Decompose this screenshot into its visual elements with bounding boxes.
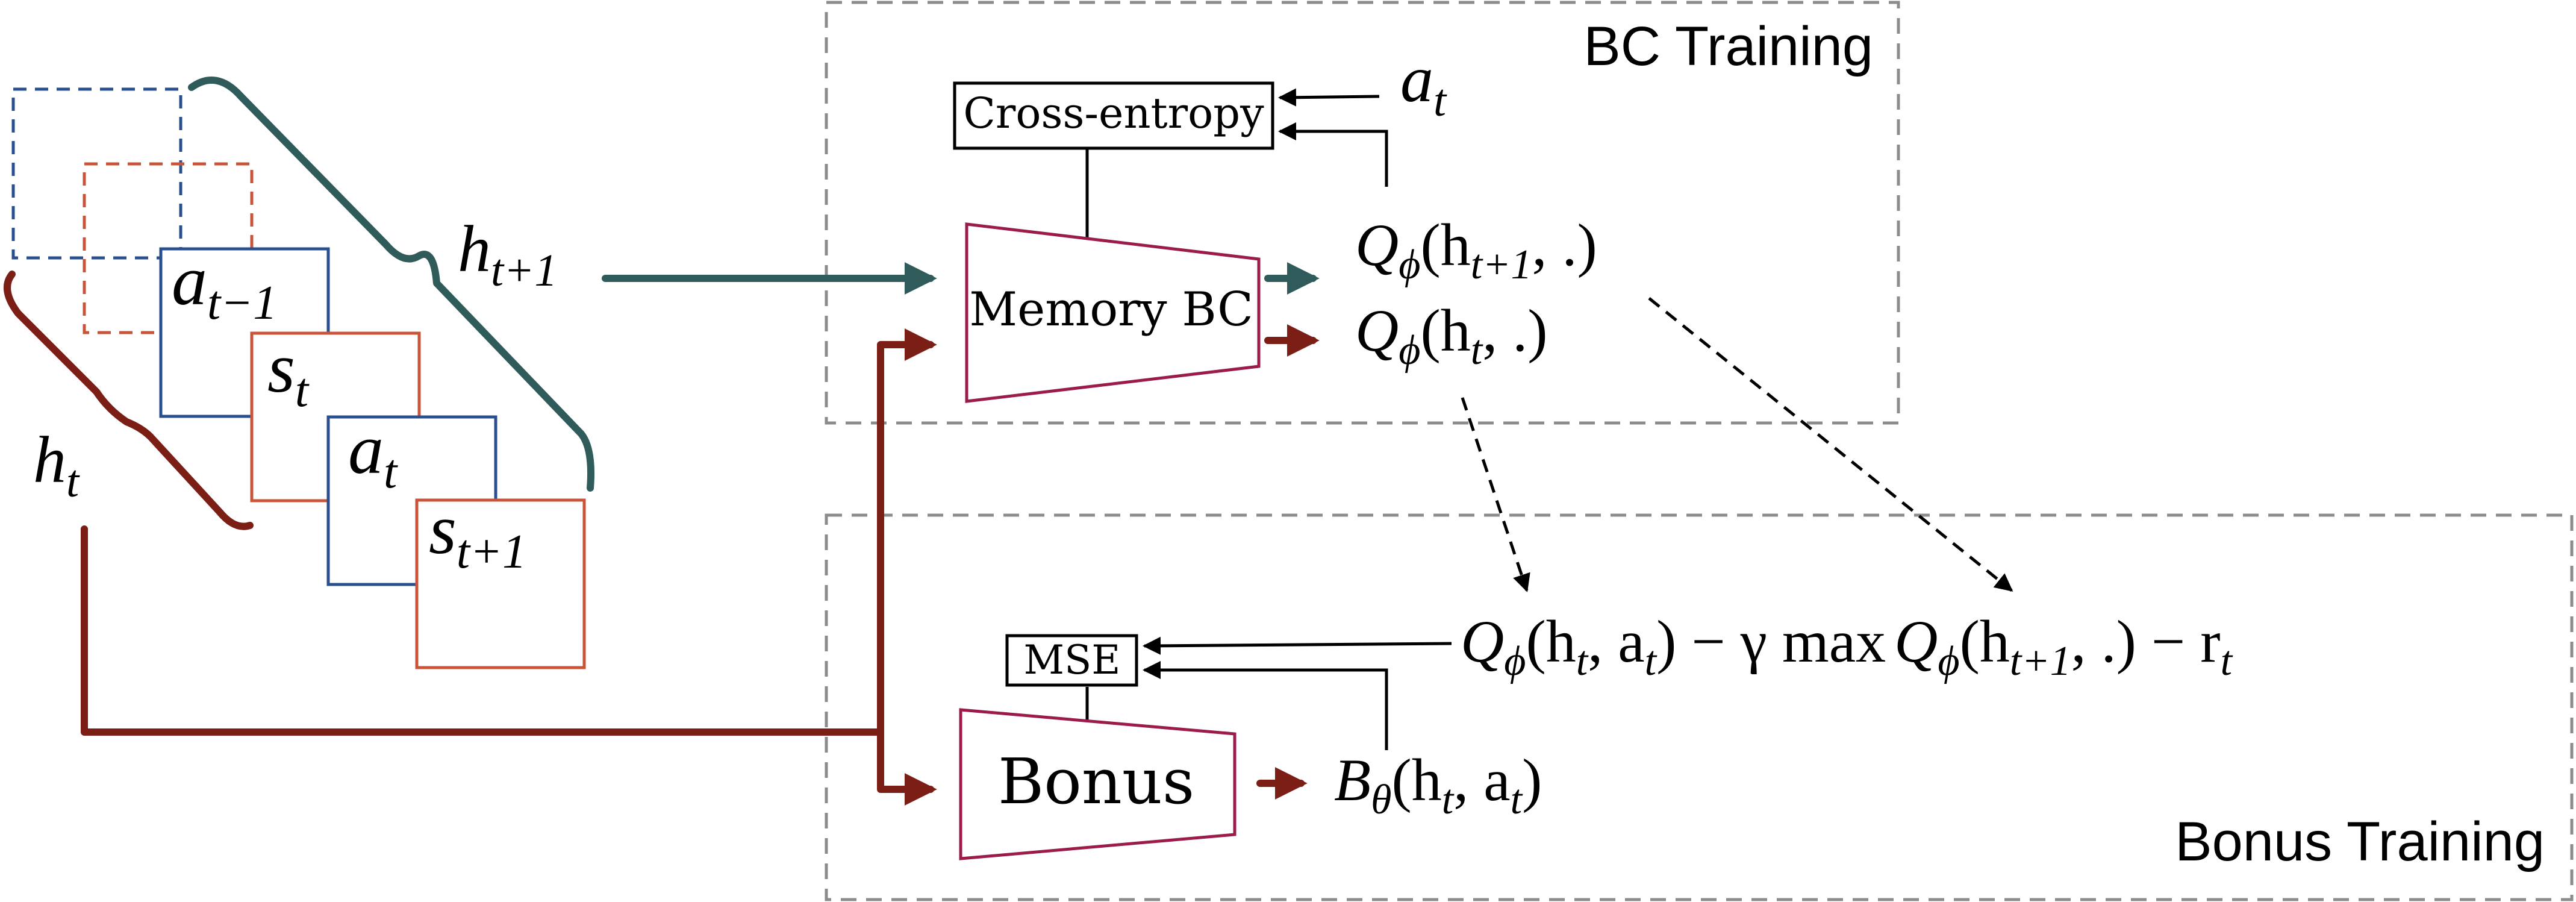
bc-training-region — [825, 1, 1900, 425]
cross-entropy-label: Cross-entropy — [963, 89, 1264, 138]
frame-a-prev-label: at−1 — [172, 241, 277, 330]
h-next-label: ht+1 — [458, 212, 557, 296]
memory-bc-label: Memory BC — [969, 283, 1253, 337]
prev-frame-blue-dashed — [11, 87, 182, 260]
h-t-brace — [4, 271, 254, 530]
bc-training-label: BC Training — [1583, 16, 1873, 77]
trajectory-frames: at−1 st at st+1 — [11, 87, 586, 669]
h-t-route-line — [81, 525, 884, 736]
mse-box — [1005, 634, 1138, 687]
h-t-label: ht — [33, 423, 80, 507]
q-next-output: Qϕ(ht+1, .) — [1355, 211, 1597, 288]
mse-label: MSE — [1024, 637, 1121, 683]
target-action-label: at — [1400, 42, 1447, 126]
target-action-arrow — [1278, 88, 1380, 107]
q-next-to-td-arrow — [1648, 297, 2013, 592]
q-current-output: Qϕ(ht, .) — [1355, 297, 1548, 374]
bonus-training-label: Bonus Training — [2175, 811, 2545, 872]
q-next-to-cross-entropy-arrow — [1278, 122, 1388, 187]
frame-a-t-label: at — [348, 410, 398, 498]
frame-s-t-label: st — [267, 328, 310, 417]
h-t-to-memory-bc-arrow — [877, 328, 937, 736]
td-to-mse-arrow — [1143, 636, 1452, 655]
bonus-output: Bθ(ht, at) — [1334, 747, 1542, 823]
q-current-to-td-arrow — [1461, 397, 1530, 592]
bonus-label: Bonus — [998, 745, 1194, 818]
cross-entropy-box — [953, 81, 1274, 150]
bonus-training-region — [825, 513, 2574, 901]
bonus-output-to-mse-arrow — [1143, 661, 1388, 750]
h-t-to-bonus-arrow — [877, 728, 937, 806]
frame-s-next — [415, 498, 586, 669]
memory-bc-network — [965, 222, 1261, 403]
frame-s-next-label: st+1 — [429, 490, 526, 578]
h-next-brace — [188, 77, 594, 492]
bonus-network — [959, 708, 1237, 860]
